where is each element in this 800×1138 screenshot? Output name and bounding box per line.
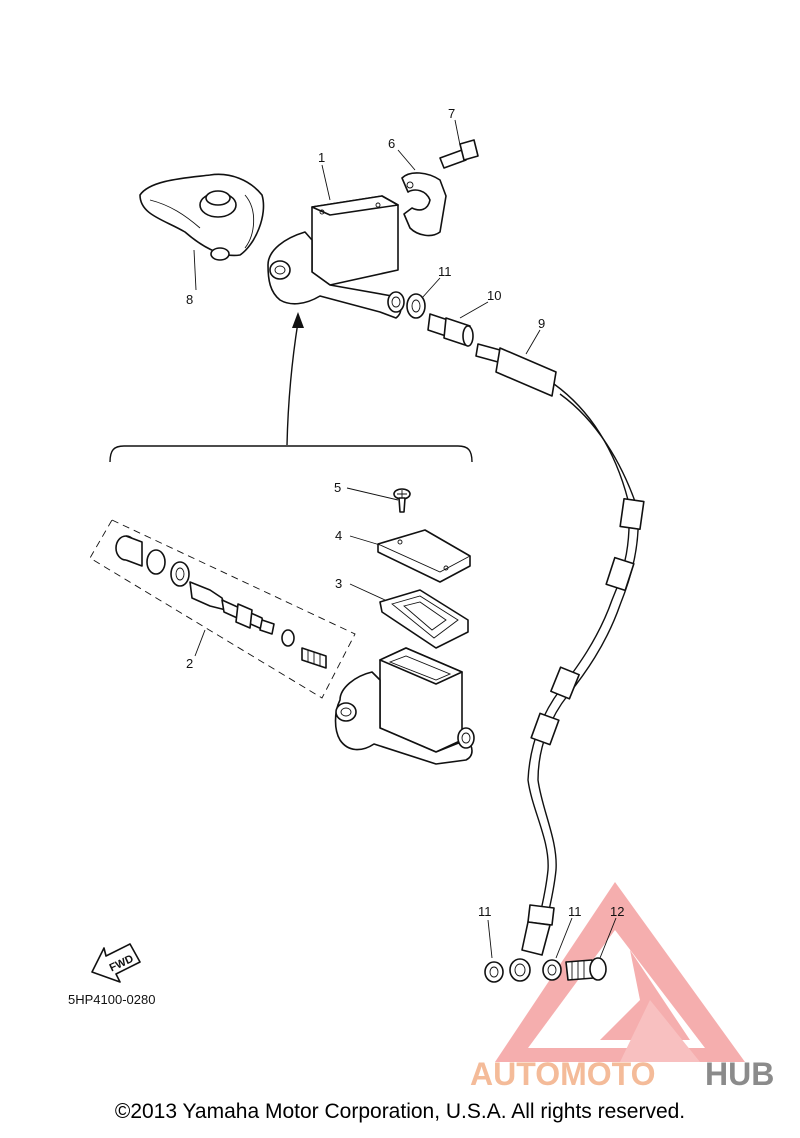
fwd-arrow-icon: FWD [91, 943, 141, 983]
union-bolt-part-10 [427, 313, 474, 347]
lever-boot-part-8 [139, 173, 265, 261]
callout-11-bottom-left: 11 [478, 904, 492, 919]
banjo-fitting [509, 958, 531, 982]
diaphragm-part-3 [379, 589, 469, 649]
washer-part-11-bottom-left [484, 961, 504, 983]
callout-11-top: 11 [438, 264, 452, 279]
callout-6: 6 [388, 136, 395, 151]
diagram-code: 5HP4100-0280 [68, 992, 155, 1007]
washer-part-11-top [406, 293, 426, 319]
leader-lines [193, 119, 617, 959]
master-cylinder-part-1 [267, 195, 405, 319]
cap-part-4 [377, 529, 471, 583]
screw-part-5 [393, 488, 411, 513]
copyright-notice: ©2013 Yamaha Motor Corporation, U.S.A. A… [114, 1100, 686, 1123]
callout-1: 1 [318, 150, 325, 165]
callout-4: 4 [335, 528, 342, 543]
callout-2: 2 [186, 656, 193, 671]
union-bolt-part-12 [565, 957, 607, 981]
callout-9: 9 [538, 316, 545, 331]
callout-5: 5 [334, 480, 341, 495]
brake-hose-part-9 [475, 343, 645, 956]
callout-8: 8 [186, 292, 193, 307]
callout-3: 3 [335, 576, 342, 591]
callout-10: 10 [487, 288, 501, 303]
watermark-logo [495, 882, 745, 1062]
master-cylinder-lower [334, 647, 475, 765]
washer-part-11-bottom-right [542, 959, 562, 981]
callout-12: 12 [610, 904, 624, 919]
holder-part-6 [401, 172, 447, 237]
callout-7: 7 [448, 106, 455, 121]
watermark-text-main: AUTOMOTO [470, 1056, 655, 1092]
callout-11-bottom-right: 11 [568, 904, 582, 919]
watermark-text-hub: HUB [705, 1056, 774, 1092]
assembly-arrow [109, 312, 473, 463]
piston-kit-part-2 [89, 519, 356, 699]
bolt-part-7 [439, 139, 479, 169]
